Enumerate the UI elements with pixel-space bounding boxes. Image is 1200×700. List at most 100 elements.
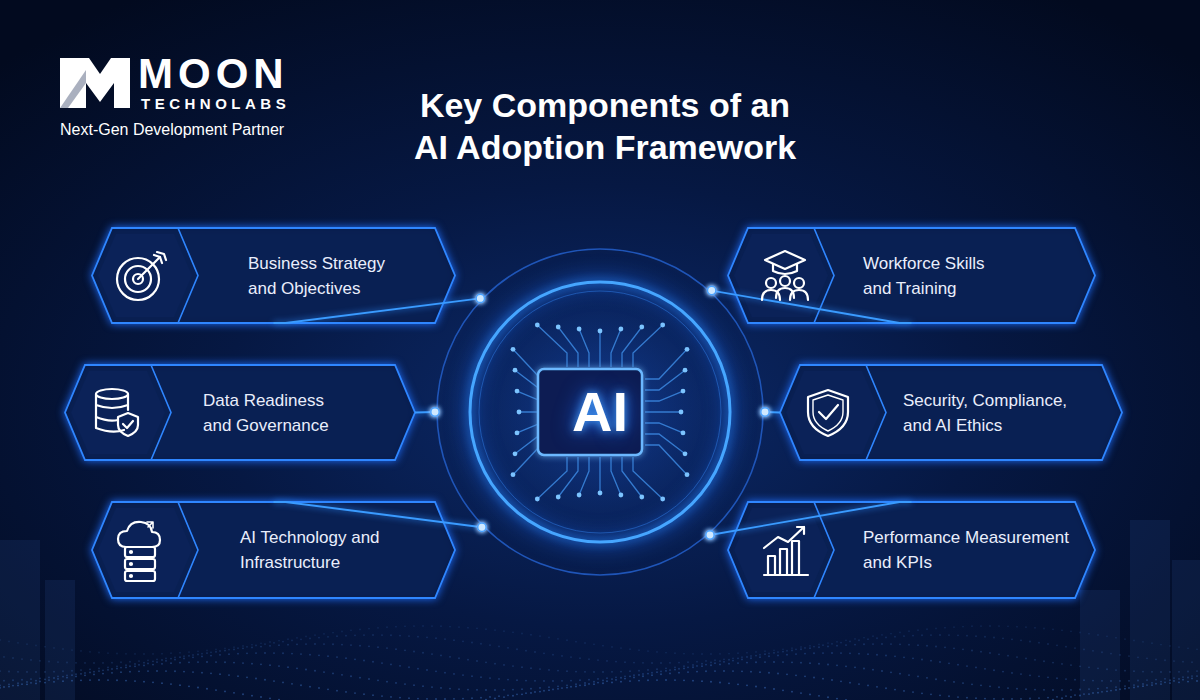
particle xyxy=(692,680,694,682)
particle xyxy=(147,663,149,665)
particle xyxy=(255,652,257,654)
trace-pad xyxy=(660,323,665,328)
particle xyxy=(188,655,190,657)
particle xyxy=(953,626,955,628)
particle xyxy=(1101,651,1103,653)
particle xyxy=(98,670,100,672)
particle xyxy=(17,685,19,687)
particle xyxy=(1079,695,1081,697)
particle xyxy=(399,697,401,699)
particle xyxy=(584,684,586,686)
particle xyxy=(561,687,563,689)
particle xyxy=(948,634,950,636)
particle xyxy=(125,667,127,669)
particle xyxy=(336,635,338,637)
particle xyxy=(1196,670,1198,672)
particle xyxy=(732,670,734,672)
particle xyxy=(728,653,730,655)
particle xyxy=(831,679,833,681)
particle xyxy=(818,646,820,648)
particle xyxy=(629,648,631,650)
particle xyxy=(426,636,428,638)
particle xyxy=(156,659,158,661)
particle xyxy=(971,683,973,685)
particle xyxy=(660,662,662,664)
particle xyxy=(980,651,982,653)
particle xyxy=(1115,637,1117,639)
particle xyxy=(602,680,604,682)
particle xyxy=(489,644,491,646)
particle xyxy=(1128,680,1130,682)
particle xyxy=(35,683,37,685)
particle xyxy=(269,641,271,643)
icon-cell xyxy=(98,234,192,317)
logo-mark xyxy=(60,58,130,108)
box-outline xyxy=(728,228,1095,323)
particle xyxy=(1115,689,1117,691)
particle xyxy=(593,681,595,683)
particle xyxy=(701,665,703,667)
particle xyxy=(831,643,833,645)
particle xyxy=(192,654,194,656)
particle xyxy=(1151,671,1153,673)
particle xyxy=(30,678,32,680)
particle xyxy=(476,627,478,629)
particle xyxy=(417,668,419,670)
particle xyxy=(665,667,667,669)
particle xyxy=(1011,638,1013,640)
particle xyxy=(84,662,86,664)
particle xyxy=(138,660,140,662)
particle xyxy=(242,693,244,695)
particle xyxy=(278,699,280,700)
particle xyxy=(1142,685,1144,687)
particle xyxy=(62,670,64,672)
particle xyxy=(584,682,586,684)
inner-ring-thin xyxy=(479,291,721,533)
particle xyxy=(579,684,581,686)
particle xyxy=(372,634,374,636)
particle xyxy=(458,688,460,690)
particle xyxy=(282,641,284,643)
particle xyxy=(1151,642,1153,644)
particle xyxy=(921,634,923,636)
particle xyxy=(674,666,676,668)
particle xyxy=(1119,680,1121,682)
particle xyxy=(309,686,311,688)
particle xyxy=(1146,684,1148,686)
particle xyxy=(408,666,410,668)
particle xyxy=(1169,671,1171,673)
particle xyxy=(129,665,131,667)
particle xyxy=(840,642,842,644)
box-shape xyxy=(65,365,415,460)
particle xyxy=(930,660,932,662)
particle xyxy=(741,656,743,658)
particle xyxy=(318,637,320,639)
ai-core-circle: AI xyxy=(435,247,765,577)
particle xyxy=(71,674,73,676)
particle xyxy=(593,671,595,673)
particle xyxy=(1056,696,1058,698)
particle xyxy=(750,655,752,657)
particle xyxy=(615,676,617,678)
icon-cell xyxy=(734,508,828,592)
particle xyxy=(935,678,937,680)
particle xyxy=(854,666,856,668)
particle xyxy=(732,657,734,659)
particle xyxy=(219,650,221,652)
particle xyxy=(1146,657,1148,659)
particle xyxy=(408,635,410,637)
particle xyxy=(462,698,464,700)
particle xyxy=(674,669,676,671)
particle xyxy=(755,686,757,688)
particle xyxy=(701,663,703,665)
particle xyxy=(561,680,563,682)
particle xyxy=(620,671,622,673)
particle xyxy=(1169,679,1171,681)
particle xyxy=(872,669,874,671)
particle xyxy=(197,661,199,663)
particle xyxy=(435,637,437,639)
particle xyxy=(246,652,248,654)
particle xyxy=(939,694,941,696)
particle xyxy=(692,664,694,666)
particle xyxy=(188,661,190,663)
